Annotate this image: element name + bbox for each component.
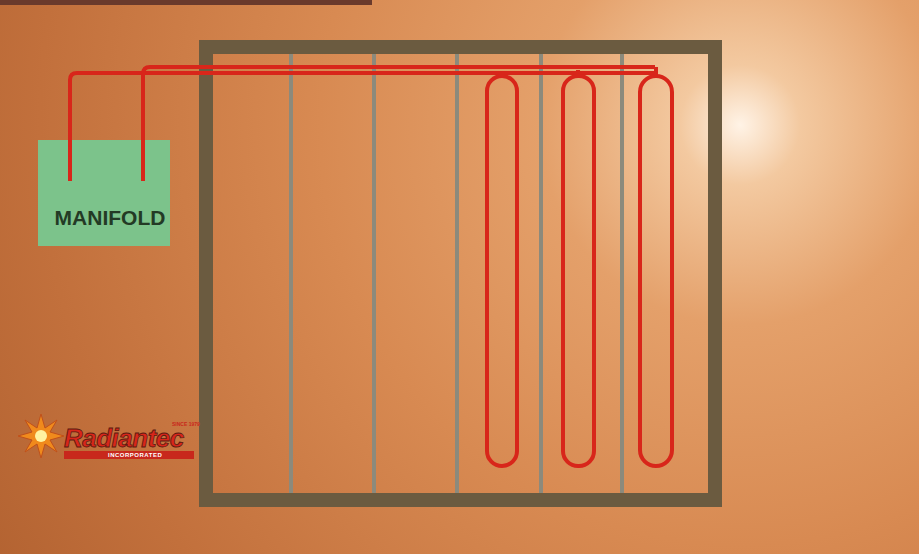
- logo-incorporated: INCORPORATED: [108, 451, 162, 459]
- floor-joists: [291, 54, 622, 493]
- floor-frame: [206, 47, 715, 500]
- logo-text: Radiantec: [64, 423, 184, 454]
- logo-since: SINCE 1979: [172, 421, 200, 427]
- node-label: MANIFOLD: [38, 206, 182, 230]
- manifold-fill: [38, 140, 170, 246]
- logo-star: [18, 414, 64, 458]
- photo-strip: [0, 0, 372, 5]
- pex-tubing: [70, 67, 672, 466]
- manifold-box: MANIFOLD: [38, 140, 182, 246]
